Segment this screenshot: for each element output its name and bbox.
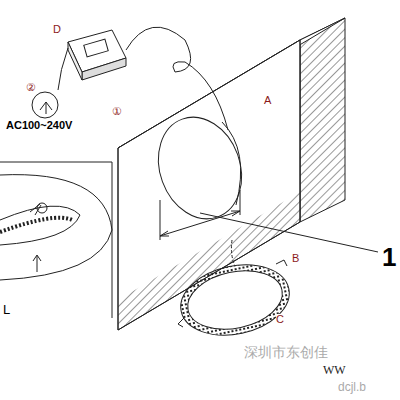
part-letter: D [53, 24, 61, 35]
callout-number: ② [26, 82, 36, 93]
part-letter: B [292, 253, 299, 264]
watermark: dcjl.b [338, 381, 366, 393]
partial-label: L [3, 303, 10, 316]
watermark: WW [323, 364, 346, 376]
part-letter: C [276, 314, 284, 325]
watermark: 深圳市东创佳 [244, 345, 328, 359]
part-letter: A [264, 95, 271, 106]
voltage-label: AC100~240V [6, 120, 72, 131]
callout-number: ① [112, 106, 122, 117]
callout-number: 1 [382, 244, 396, 270]
